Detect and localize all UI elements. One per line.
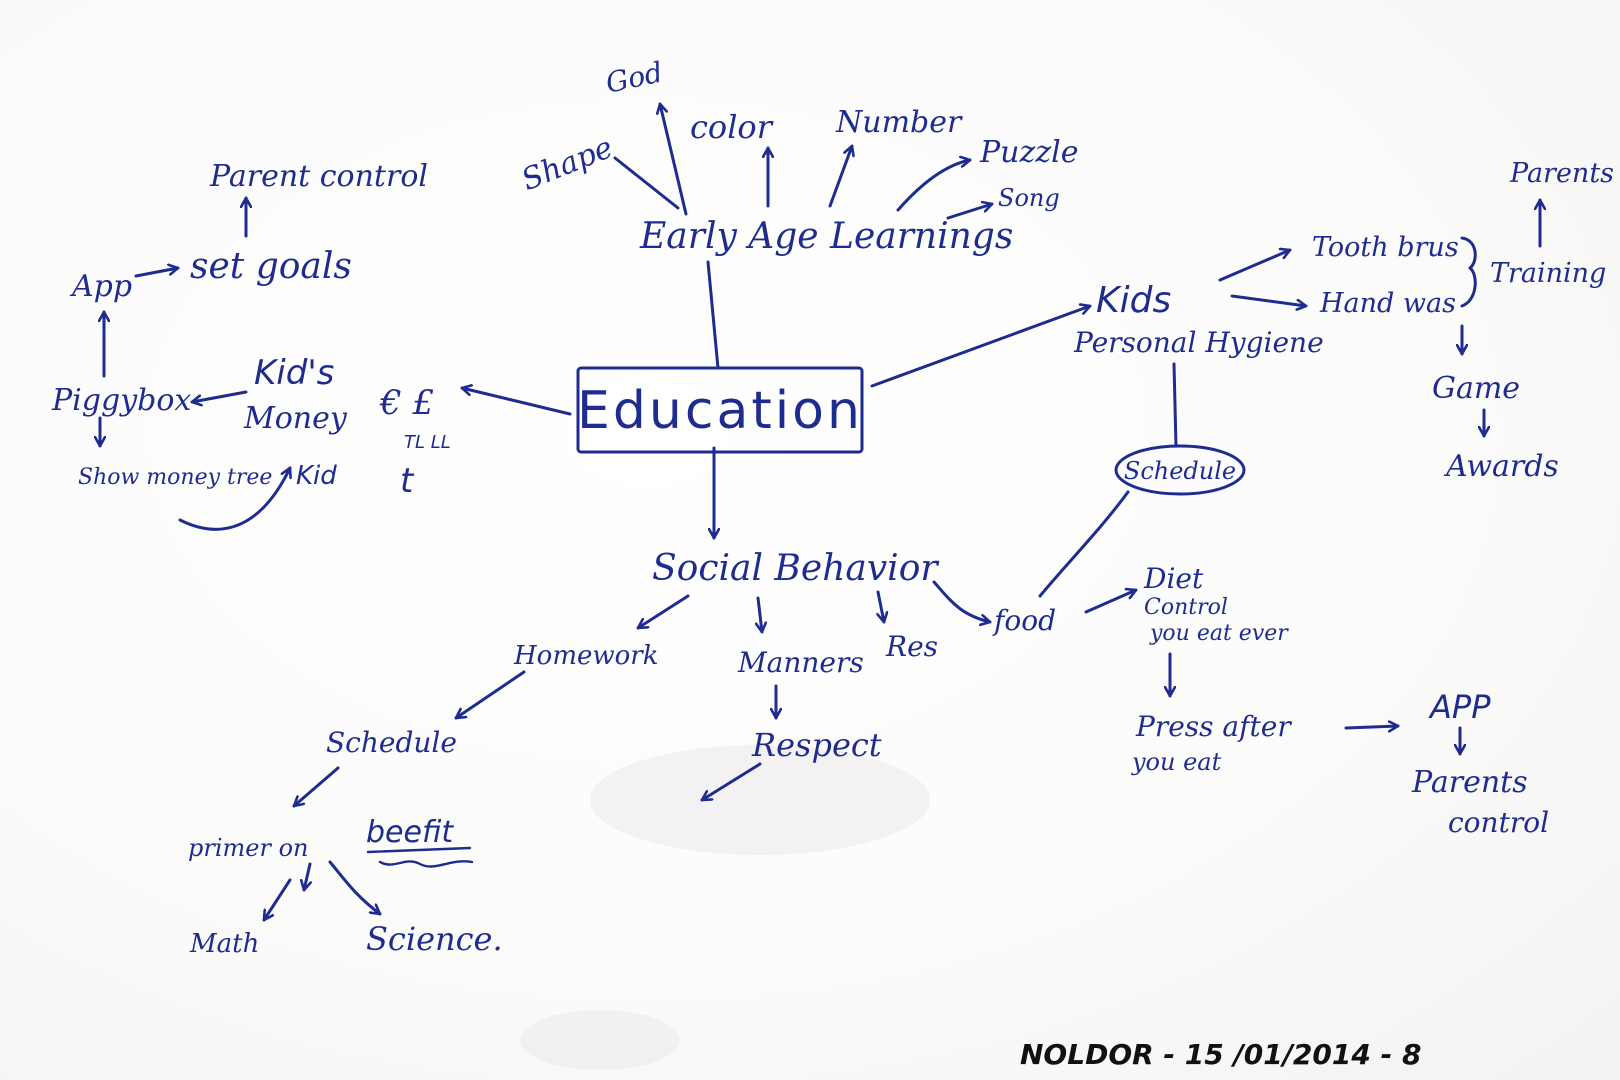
beefit-wavy-underline [378,860,474,868]
press-label-line1: Press after [1135,710,1292,743]
arrow-center-currency [460,388,572,416]
arrow-primer-math [262,878,292,922]
training-brace [1460,236,1477,308]
early-age-child-shape: Shape [517,130,618,198]
arrow-kids-handwash [1230,294,1308,306]
arrow-social-res [878,590,884,624]
food-label: food [992,604,1056,637]
early-age-child-song: Song [998,184,1060,212]
arrow-social-food [932,580,992,622]
currency-label: € £ [379,383,434,423]
school-schedule-label: Schedule [326,726,457,759]
t-label: t [400,461,415,501]
kids-money-label-line2: Money [243,401,348,436]
arrow-earlyage-number [828,144,852,208]
set-goals-label: set goals [190,246,352,287]
training-label: Training [1490,258,1606,289]
center-node-label: Education [577,381,863,441]
paper-smudge [590,745,930,855]
schedule-node-label: Schedule [1124,457,1236,485]
beefit-underline [366,846,472,854]
early-age-label: Early Age Learnings [639,216,1013,257]
piggybox-label: Piggybox [51,383,191,418]
arrow-homework-schedule [454,670,526,720]
arrow-social-manners [758,596,762,634]
primer-label: primer on [188,834,308,862]
connector-center-earlyage [706,260,720,370]
diet-label-line1: Diet [1143,562,1204,595]
footer-signature: NOLDOR - 15 /01/2014 - 8 [1020,1038,1421,1071]
parent-control-label: Parent control [209,159,428,194]
parents-label: Parents [1509,158,1614,189]
app-label: App [69,269,132,304]
homework-label: Homework [513,641,658,671]
personal-hygiene-label: Personal Hygiene [1073,326,1324,359]
arrow-food-diet [1084,590,1138,614]
early-age-child-number: Number [835,105,963,140]
center-node-box [576,366,864,454]
early-age-child-god: God [603,55,666,99]
parents-control-label-line1: Parents [1411,765,1528,800]
res-label: Res [885,630,938,663]
social-behavior-label: Social Behavior [652,548,939,589]
arrow-social-homework [636,594,690,630]
diet-label-line2: Control [1144,595,1228,620]
early-age-child-puzzle: Puzzle [979,135,1078,170]
awards-label: Awards [1443,449,1559,484]
toothbrush-label: Tooth brus [1312,232,1459,263]
connector-earlyage-shape [613,156,680,210]
arrow-primer-down [304,862,310,892]
show-money-tree-label: Show money tree [78,465,272,490]
schedule-node-outline [1114,444,1246,496]
connector-schedule-food [1038,490,1130,598]
early-age-child-color: color [690,108,774,146]
connector-hygiene-schedule [1172,362,1178,448]
tl-label: TL LL [404,432,451,453]
arrow-center-kids [870,306,1092,388]
respect-label: Respect [751,726,882,764]
science-label: Science. [366,920,503,958]
handwash-label: Hand was [1319,288,1456,319]
kid-label: Kid [296,461,337,491]
game-label: Game [1432,371,1520,406]
arrow-primer-science [328,860,382,916]
manners-label: Manners [737,646,864,679]
math-label: Math [189,929,259,959]
kids-label: Kids [1096,280,1171,321]
arrow-app-setgoals [134,268,180,278]
arrow-moneytree-kid [178,466,290,531]
arrow-earlyage-god [660,102,688,216]
paper-smudge [520,1010,680,1070]
press-label-line2: you eat [1131,748,1222,776]
diet-label-line3: you eat ever [1149,621,1289,646]
social-app-label: APP [1428,688,1491,726]
kids-money-label-line1: Kid's [254,353,334,393]
arrow-earlyage-puzzle [896,160,972,212]
arrow-schedule-primer [292,766,340,808]
arrow-earlyage-song [946,204,994,220]
arrow-kids-toothbrush [1218,250,1292,282]
beefit-label: beefit [366,815,454,850]
arrow-press-app [1344,726,1400,728]
parents-control-label-line2: control [1448,806,1549,839]
arrow-respect-next [700,762,762,802]
arrow-money-piggy [190,390,248,402]
